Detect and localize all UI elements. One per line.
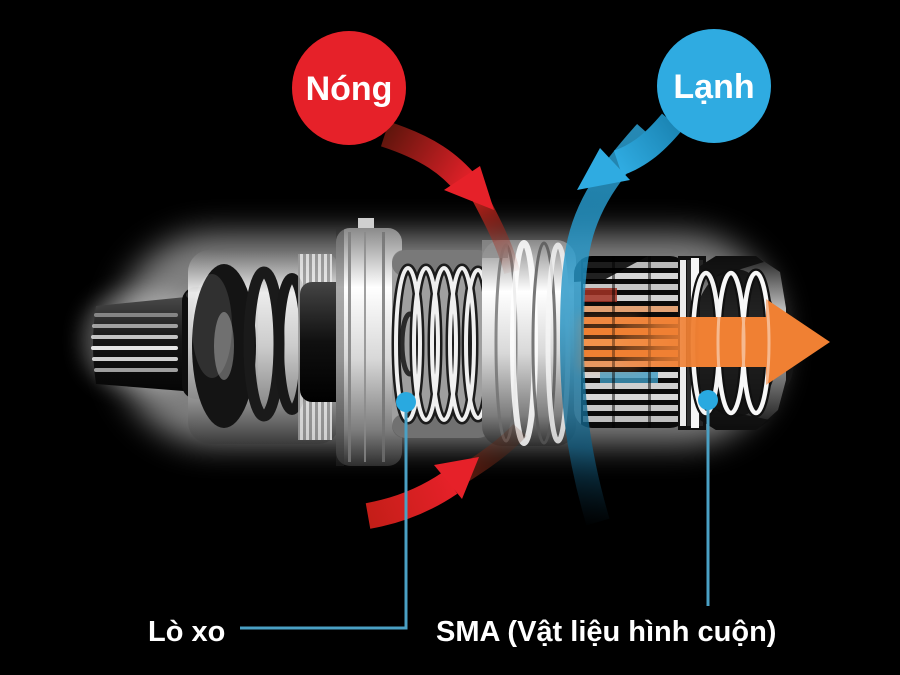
spring-target-dot: [396, 392, 416, 412]
spring-chamber: [391, 250, 495, 438]
spring-callout: [240, 392, 416, 630]
hot-return-shaft: [365, 472, 458, 529]
hot-badge-circle: [292, 31, 406, 145]
spring-label: Lò xo: [148, 616, 225, 648]
cold-flow: [559, 113, 682, 526]
spline-shaft: [91, 296, 196, 392]
o-ring-seals: [192, 264, 310, 428]
hot-return-arrowhead-icon: [434, 457, 479, 499]
cold-badge-label: Lạnh: [673, 68, 754, 106]
spline-ridges: [91, 313, 178, 372]
cold-ribbon: [559, 123, 655, 526]
cartridge-body: [188, 250, 358, 444]
cold-badge-circle: [657, 29, 771, 143]
hot-arrowhead-icon: [444, 166, 494, 210]
spring-leader-line: [240, 402, 408, 630]
sma-callout: [698, 390, 718, 606]
cold-arrow-shaft: [613, 113, 682, 176]
mixed-flow: [580, 271, 830, 415]
sma-target-dot: [698, 390, 718, 410]
mixed-arrowhead-icon: [766, 299, 830, 385]
mixed-arrow-body: [616, 317, 768, 367]
sleeve-slots: [583, 262, 687, 422]
cold-badge: Lạnh: [657, 29, 771, 143]
hot-flow: [365, 121, 527, 529]
cold-arrowhead-icon: [577, 148, 630, 190]
hot-badge-label: Nóng: [306, 70, 393, 108]
sma-label: SMA (Vật liệu hình cuộn): [436, 616, 776, 648]
hot-badge: Nóng: [292, 31, 406, 145]
flange-rings: [336, 218, 402, 466]
coil-overstrokes: [716, 271, 771, 415]
